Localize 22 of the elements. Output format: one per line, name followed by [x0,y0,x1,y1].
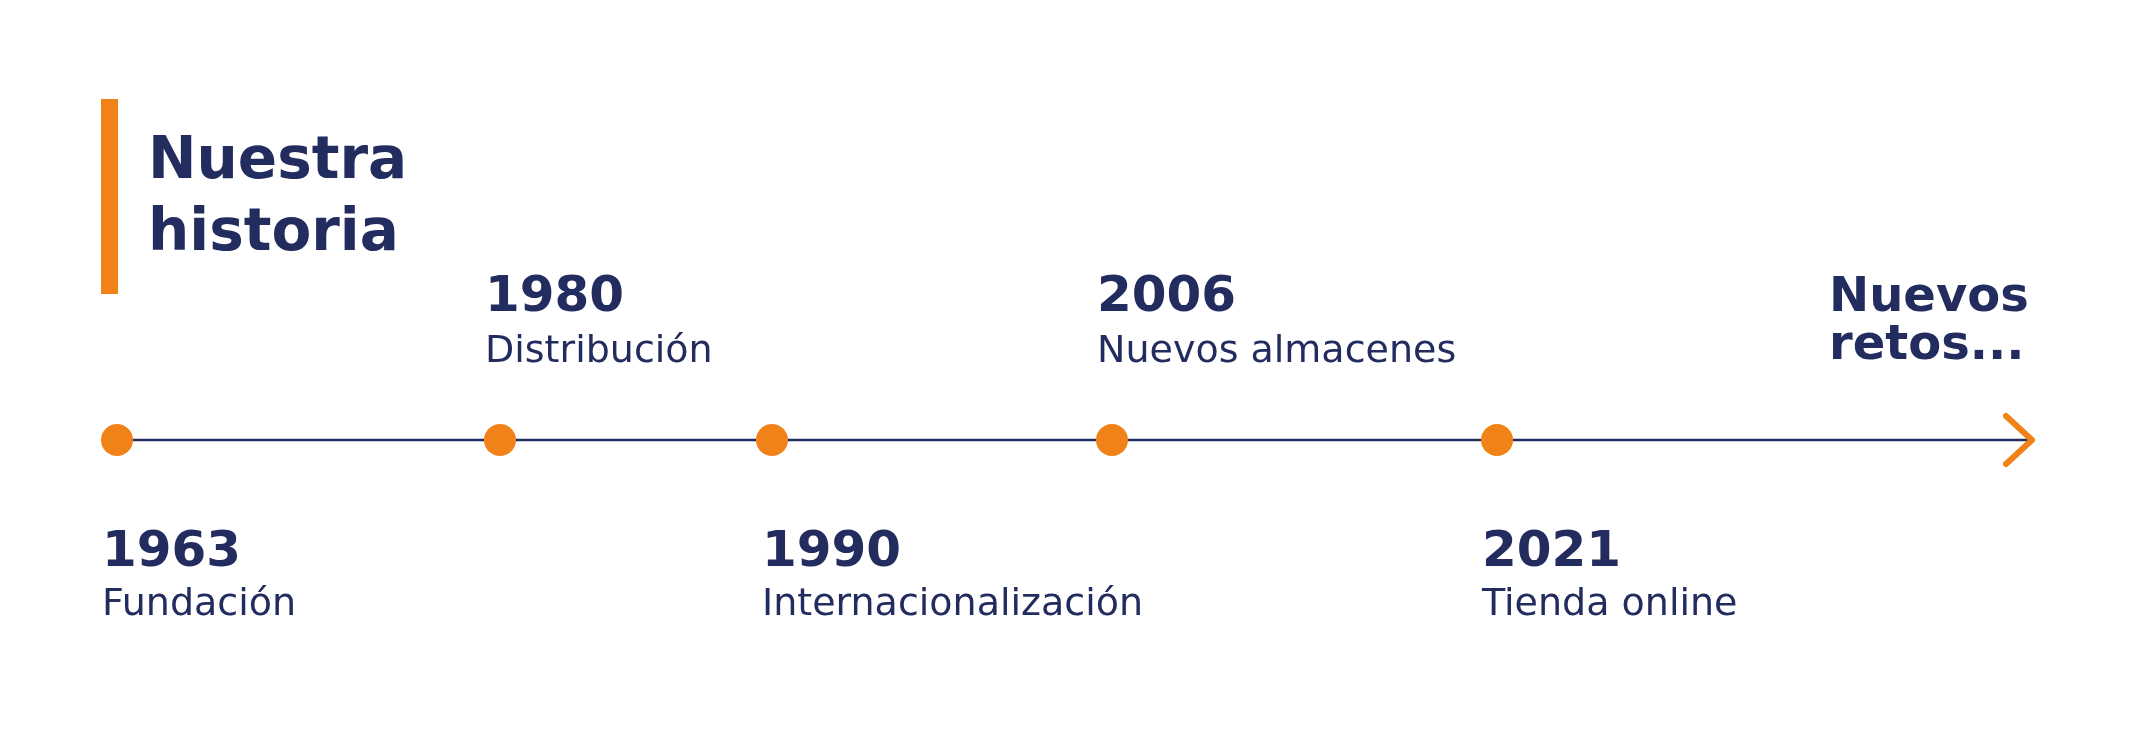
timeline-dot [101,424,133,456]
timeline-dot [484,424,516,456]
timeline-line [516,438,756,442]
timeline-arrow [1513,413,2035,467]
timeline-line [788,438,1096,442]
event-label: Nuevos almacenes [1097,327,1457,371]
event-label: Fundación [102,580,297,624]
year-label: 1980 [485,265,625,324]
event-label: Tienda online [1482,580,1738,624]
event-label: Internacionalización [762,580,1144,624]
timeline-dot [1481,424,1513,456]
event-label: Distribución [485,327,713,371]
timeline-end-label: Nuevos retos... [1829,270,2030,366]
timeline-line [133,438,484,442]
year-label: 2021 [1482,520,1622,579]
year-label: 2006 [1097,265,1237,324]
year-label: 1963 [102,520,242,579]
timeline-line [1128,438,1481,442]
year-label: 1990 [762,520,902,579]
diagram-title: Nuestra historia [148,123,409,266]
timeline-dot [1096,424,1128,456]
timeline-dot [756,424,788,456]
